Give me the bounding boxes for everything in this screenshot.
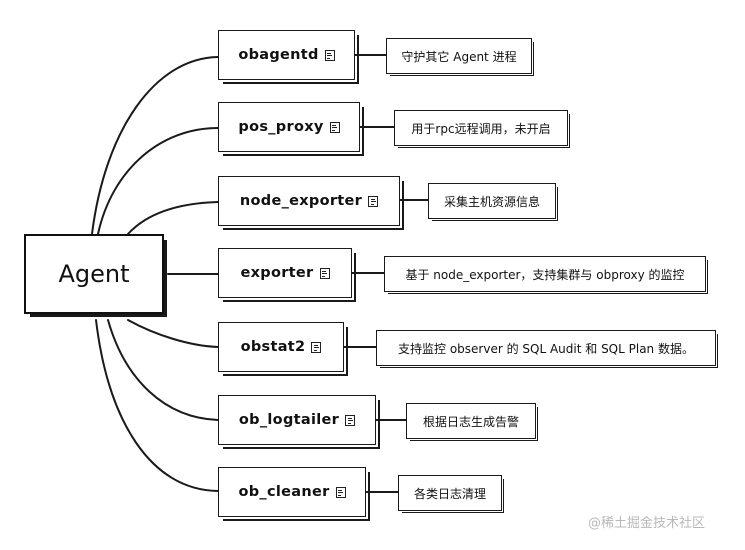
description-text: 采集主机资源信息 bbox=[443, 194, 540, 209]
branch-node-obagentd[interactable]: obagentd bbox=[218, 30, 359, 84]
branch-node-node-exporter[interactable]: node_exporter bbox=[218, 176, 404, 230]
connector-root-node-exporter bbox=[127, 201, 219, 235]
branch-node-exporter[interactable]: exporter bbox=[218, 248, 356, 302]
branch-label: ob_cleaner bbox=[238, 484, 330, 500]
connector-root-ob-logtailer bbox=[107, 319, 219, 421]
note-icon bbox=[368, 195, 379, 207]
description-ob-cleaner: 各类日志清理 bbox=[398, 475, 504, 513]
description-obagentd: 守护其它 Agent 进程 bbox=[386, 38, 534, 76]
description-text: 各类日志清理 bbox=[413, 486, 486, 501]
connector-root-pos-proxy bbox=[97, 127, 219, 235]
connector-root-obagentd bbox=[91, 56, 219, 235]
branch-node-obstat2[interactable]: obstat2 bbox=[218, 322, 348, 376]
root-label: Agent bbox=[58, 260, 130, 288]
branch-label: obagentd bbox=[238, 47, 319, 63]
description-node-exporter: 采集主机资源信息 bbox=[428, 183, 558, 221]
description-obstat2: 支持监控 observer 的 SQL Audit 和 SQL Plan 数据。 bbox=[376, 330, 718, 368]
note-icon bbox=[345, 414, 356, 426]
watermark: @稀土掘金技术社区 bbox=[588, 516, 706, 531]
connector-root-ob-cleaner bbox=[95, 319, 219, 492]
branch-label: exporter bbox=[240, 265, 314, 281]
note-icon bbox=[311, 341, 322, 353]
description-pos-proxy: 用于rpc远程调用，未开启 bbox=[394, 110, 570, 148]
description-ob-logtailer: 根据日志生成告警 bbox=[406, 403, 538, 441]
connector-root-obstat2 bbox=[127, 319, 219, 348]
branch-label: ob_logtailer bbox=[238, 412, 340, 428]
description-text: 基于 node_exporter，支持集群与 obproxy 的监控 bbox=[405, 267, 685, 282]
description-exporter: 基于 node_exporter，支持集群与 obproxy 的监控 bbox=[384, 256, 708, 294]
note-icon bbox=[329, 121, 340, 133]
note-icon bbox=[324, 49, 335, 61]
description-text: 守护其它 Agent 进程 bbox=[401, 49, 517, 64]
description-text: 根据日志生成告警 bbox=[422, 414, 519, 429]
root-node-agent: Agent bbox=[24, 234, 167, 317]
note-icon bbox=[319, 267, 330, 279]
branch-label: node_exporter bbox=[239, 193, 363, 209]
note-icon bbox=[335, 486, 346, 498]
branch-label: pos_proxy bbox=[238, 119, 324, 135]
description-text: 支持监控 observer 的 SQL Audit 和 SQL Plan 数据。 bbox=[398, 341, 694, 356]
branch-node-ob-cleaner[interactable]: ob_cleaner bbox=[218, 467, 370, 521]
branch-node-ob-logtailer[interactable]: ob_logtailer bbox=[218, 395, 380, 449]
branch-node-pos-proxy[interactable]: pos_proxy bbox=[218, 102, 364, 156]
description-text: 用于rpc远程调用，未开启 bbox=[411, 121, 551, 136]
branch-label: obstat2 bbox=[240, 339, 306, 355]
